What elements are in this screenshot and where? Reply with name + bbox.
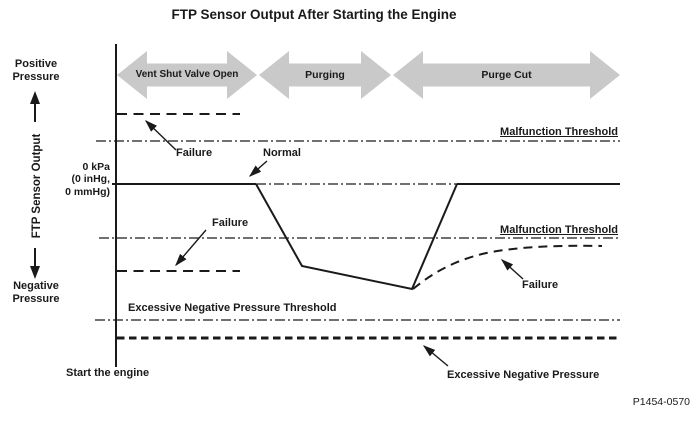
positive-pressure-label: Positive Pressure: [12, 58, 60, 84]
start-the-engine-label: Start the engine: [66, 367, 150, 379]
excessive-negative-pressure-threshold-label: Excessive Negative Pressure Threshold: [128, 302, 337, 314]
failure-trace-purge-cut: [412, 244, 603, 290]
failure-right-label: Failure: [522, 279, 559, 291]
failure-right-pointer-arrow: [500, 259, 524, 280]
phase-arrow-purge-cut: [393, 51, 620, 99]
failure-top-pointer-arrow: [144, 120, 177, 151]
zero-kpa-label: 0 kPa (0 inHg, 0 mmHg): [65, 161, 110, 198]
phase-arrow-purging: [259, 51, 391, 99]
phase-label-vent-shut-valve-open: Vent Shut Valve Open: [135, 69, 239, 80]
phase-label-purge-cut: Purge Cut: [481, 69, 532, 81]
diagram-title: FTP Sensor Output After Starting the Eng…: [171, 7, 457, 22]
normal-trace: [255, 183, 458, 291]
normal-pointer-arrow: [248, 160, 268, 177]
phase-label-purging: Purging: [305, 69, 345, 81]
failure-top-label: Failure: [176, 147, 213, 159]
malfunction-threshold-upper-label: Malfunction Threshold: [500, 126, 618, 138]
excessive-negative-pressure-pointer-arrow: [422, 345, 449, 367]
negative-pressure-label: Negative Pressure: [12, 280, 60, 306]
negative-arrowhead-icon: [30, 266, 40, 279]
positive-arrowhead-icon: [30, 91, 40, 104]
failure-mid-pointer-arrow: [175, 229, 207, 267]
failure-mid-label: Failure: [212, 217, 249, 229]
excessive-negative-pressure-label: Excessive Negative Pressure: [447, 369, 600, 381]
normal-label: Normal: [263, 147, 301, 159]
part-number: P1454-0570: [632, 396, 690, 408]
malfunction-threshold-lower-label: Malfunction Threshold: [500, 224, 618, 236]
phase-arrow-vent-shut-valve-open: [117, 51, 257, 99]
